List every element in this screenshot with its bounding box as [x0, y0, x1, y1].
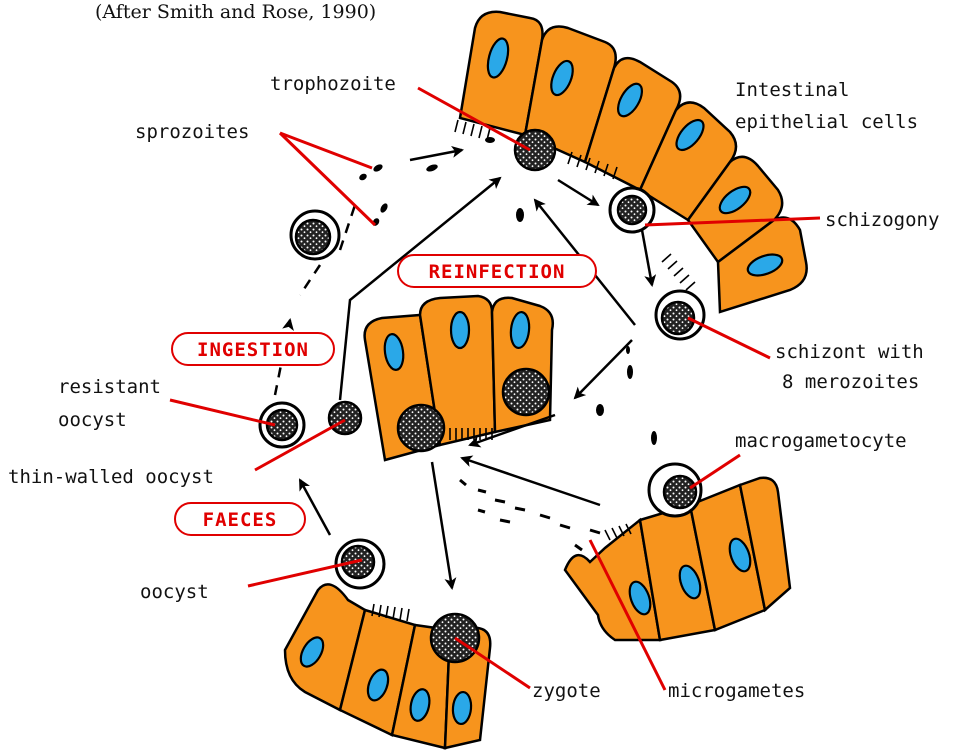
label-epithelial-cells: epithelial cells: [735, 111, 918, 133]
label-resistant-oocyst: oocyst: [58, 409, 127, 431]
microgamete-dashes: [460, 480, 600, 550]
label-schizont: schizont with: [775, 341, 924, 363]
stage-ingestion: INGESTION: [172, 333, 334, 365]
label-merozoites: 8 merozoites: [782, 371, 919, 393]
label-microgametes: microgametes: [668, 680, 805, 702]
label-oocyst: oocyst: [140, 581, 209, 603]
thin-walled-oocyst: [329, 402, 361, 434]
citation-text: (After Smith and Rose, 1990): [95, 1, 376, 23]
center-oocyst-right: [503, 369, 549, 415]
label-trophozoite: trophozoite: [270, 73, 396, 95]
ingested-oocyst: [296, 220, 330, 254]
stage-reinfection: REINFECTION: [398, 255, 596, 287]
macrogametocyte-organism: [664, 476, 696, 508]
stage-faeces: FAECES: [175, 503, 305, 535]
label-resistant: resistant: [58, 376, 161, 398]
label-thin-walled-oocyst: thin-walled oocyst: [8, 466, 214, 488]
label-macrogametocyte: macrogametocyte: [735, 430, 907, 452]
intestinal-epithelium-bottom-left: [285, 584, 490, 748]
schizogony-organism: [618, 196, 646, 224]
label-schizogony: schizogony: [825, 209, 939, 231]
center-oocyst-left: [398, 405, 444, 451]
label-zygote: zygote: [532, 680, 601, 702]
stage-faeces-text: FAECES: [203, 509, 278, 531]
label-sprozoites: sprozoites: [135, 121, 249, 143]
stage-ingestion-text: INGESTION: [197, 339, 309, 361]
stage-reinfection-text: REINFECTION: [429, 261, 566, 283]
label-intestinal: Intestinal: [735, 79, 849, 101]
trophozoite-organism: [515, 130, 555, 170]
